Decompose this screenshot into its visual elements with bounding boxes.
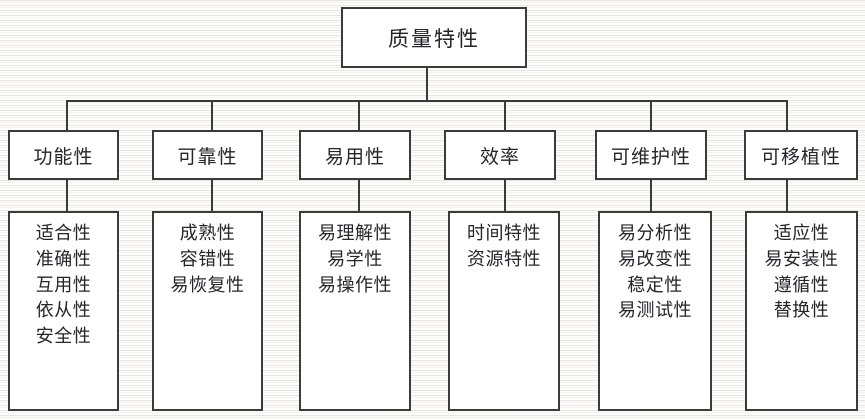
list-item: 易操作性 bbox=[318, 274, 392, 296]
category-node-usability[interactable]: 易用性 bbox=[299, 130, 411, 180]
category-label: 可维护性 bbox=[610, 145, 691, 168]
subcharacteristics-list: 适应性 易安装性 遵循性 替换性 bbox=[765, 222, 839, 324]
list-item: 准确性 bbox=[35, 248, 92, 270]
subcharacteristics-list: 时间特性 资源特性 bbox=[467, 222, 541, 273]
list-item: 互用性 bbox=[35, 274, 92, 296]
list-item: 依从性 bbox=[35, 300, 92, 322]
category-label: 功能性 bbox=[33, 145, 94, 168]
subcharacteristics-box-efficiency[interactable]: 时间特性 资源特性 bbox=[448, 211, 560, 411]
subcharacteristics-box-usability[interactable]: 易理解性 易学性 易操作性 bbox=[299, 211, 411, 411]
subcharacteristics-box-reliability[interactable]: 成熟性 容错性 易恢复性 bbox=[152, 211, 263, 411]
connector-bus-to-category-6 bbox=[786, 100, 788, 131]
list-item: 容错性 bbox=[179, 248, 236, 270]
connector-root-stem bbox=[426, 67, 428, 101]
list-item: 适应性 bbox=[773, 223, 830, 244]
subcharacteristics-list: 易分析性 易改变性 稳定性 易测试性 bbox=[618, 222, 692, 324]
connector-category-4-to-leaf bbox=[504, 180, 506, 211]
connector-bus-to-category-4 bbox=[504, 100, 506, 131]
list-item: 适合性 bbox=[35, 223, 92, 244]
category-node-functionality[interactable]: 功能性 bbox=[8, 130, 119, 180]
connector-category-1-to-leaf bbox=[66, 180, 68, 211]
list-item: 稳定性 bbox=[627, 274, 683, 296]
list-item: 安全性 bbox=[35, 326, 92, 348]
connector-category-2-to-leaf bbox=[211, 180, 213, 211]
list-item: 易理解性 bbox=[318, 223, 392, 244]
category-label: 易用性 bbox=[324, 145, 385, 168]
category-node-portability[interactable]: 可移植性 bbox=[744, 130, 858, 180]
list-item: 易学性 bbox=[327, 248, 383, 270]
subcharacteristics-box-maintainability[interactable]: 易分析性 易改变性 稳定性 易测试性 bbox=[598, 211, 712, 411]
root-node-label: 质量特性 bbox=[388, 26, 480, 51]
category-label: 效率 bbox=[479, 145, 520, 168]
list-item: 易测试性 bbox=[618, 300, 692, 322]
connector-bus-to-category-1 bbox=[66, 100, 68, 131]
root-node-quality-characteristics[interactable]: 质量特性 bbox=[341, 7, 527, 68]
list-item: 遵循性 bbox=[773, 274, 830, 296]
list-item: 易安装性 bbox=[764, 248, 839, 270]
list-item: 成熟性 bbox=[179, 223, 236, 244]
connector-category-3-to-leaf bbox=[358, 180, 360, 211]
list-item: 易分析性 bbox=[618, 223, 692, 244]
connector-category-6-to-leaf bbox=[786, 180, 788, 211]
category-node-reliability[interactable]: 可靠性 bbox=[152, 130, 263, 180]
list-item: 时间特性 bbox=[467, 223, 541, 244]
list-item: 资源特性 bbox=[467, 248, 541, 270]
connector-bus-to-category-2 bbox=[211, 100, 213, 131]
category-node-maintainability[interactable]: 可维护性 bbox=[595, 130, 707, 180]
connector-horizontal-bus bbox=[66, 100, 787, 102]
subcharacteristics-box-portability[interactable]: 适应性 易安装性 遵循性 替换性 bbox=[745, 211, 858, 411]
connector-bus-to-category-5 bbox=[650, 100, 652, 131]
subcharacteristics-list: 易理解性 易学性 易操作性 bbox=[318, 222, 392, 298]
list-item: 易恢复性 bbox=[170, 274, 245, 296]
connector-bus-to-category-3 bbox=[358, 100, 360, 131]
subcharacteristics-box-functionality[interactable]: 适合性 准确性 互用性 依从性 安全性 bbox=[8, 211, 119, 411]
list-item: 替换性 bbox=[773, 300, 830, 322]
connector-category-5-to-leaf bbox=[650, 180, 652, 211]
category-label: 可移植性 bbox=[760, 145, 841, 168]
subcharacteristics-list: 适合性 准确性 互用性 依从性 安全性 bbox=[36, 222, 92, 350]
category-label: 可靠性 bbox=[177, 145, 238, 168]
subcharacteristics-list: 成熟性 容错性 易恢复性 bbox=[171, 222, 245, 298]
list-item: 易改变性 bbox=[618, 248, 692, 270]
category-node-efficiency[interactable]: 效率 bbox=[444, 130, 556, 180]
